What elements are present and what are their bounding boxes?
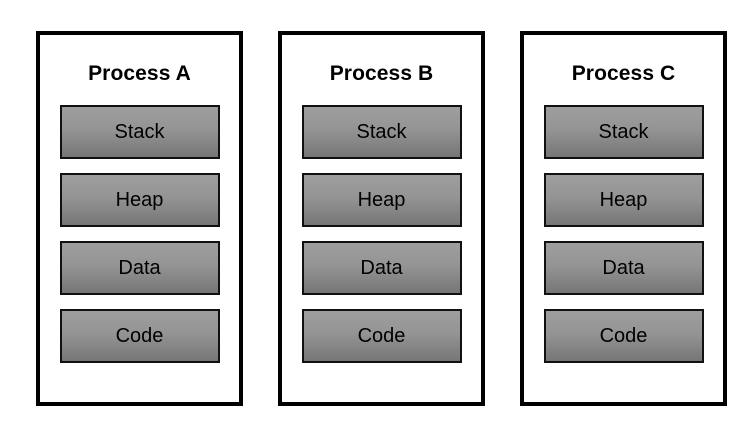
segment-label-data-c: Data [602, 257, 645, 279]
process-list: Process A Stack Heap Data Code Process B [36, 31, 727, 406]
segment-label-stack-c: Stack [598, 121, 649, 143]
segment-label-heap-a: Heap [115, 189, 164, 211]
segment-label-code-b: Code [357, 325, 406, 347]
segment-data-b: Data [301, 241, 462, 295]
segment-stack-b: Stack [301, 105, 462, 159]
segment-label-heap-b: Heap [357, 189, 406, 211]
segment-data-c: Data [543, 241, 704, 295]
segment-list-a: Stack Heap Data Code [59, 105, 220, 363]
segment-label-stack-a: Stack [114, 121, 165, 143]
segment-label-code-c: Code [599, 325, 648, 347]
segment-code-b: Code [301, 309, 462, 363]
segment-list-b: Stack Heap Data Code [301, 105, 462, 363]
segment-heap-b: Heap [301, 173, 462, 227]
process-panel-c: Process C Stack Heap Data Code [520, 31, 727, 406]
segment-code-c: Code [543, 309, 704, 363]
segment-list-c: Stack Heap Data Code [543, 105, 704, 363]
segment-label-stack-b: Stack [356, 121, 407, 143]
segment-label-heap-c: Heap [599, 189, 648, 211]
segment-data-a: Data [59, 241, 220, 295]
segment-stack-c: Stack [543, 105, 704, 159]
segment-label-data-b: Data [360, 257, 403, 279]
process-title-b: Process B [329, 62, 434, 85]
process-title-c: Process C [571, 62, 676, 85]
segment-code-a: Code [59, 309, 220, 363]
process-title-a: Process A [88, 62, 191, 85]
segment-heap-c: Heap [543, 173, 704, 227]
process-panel-b: Process B Stack Heap Data Code [278, 31, 485, 406]
segment-stack-a: Stack [59, 105, 220, 159]
segment-label-data-a: Data [118, 257, 161, 279]
segment-label-code-a: Code [115, 325, 164, 347]
process-panel-a: Process A Stack Heap Data Code [36, 31, 243, 406]
segment-heap-a: Heap [59, 173, 220, 227]
